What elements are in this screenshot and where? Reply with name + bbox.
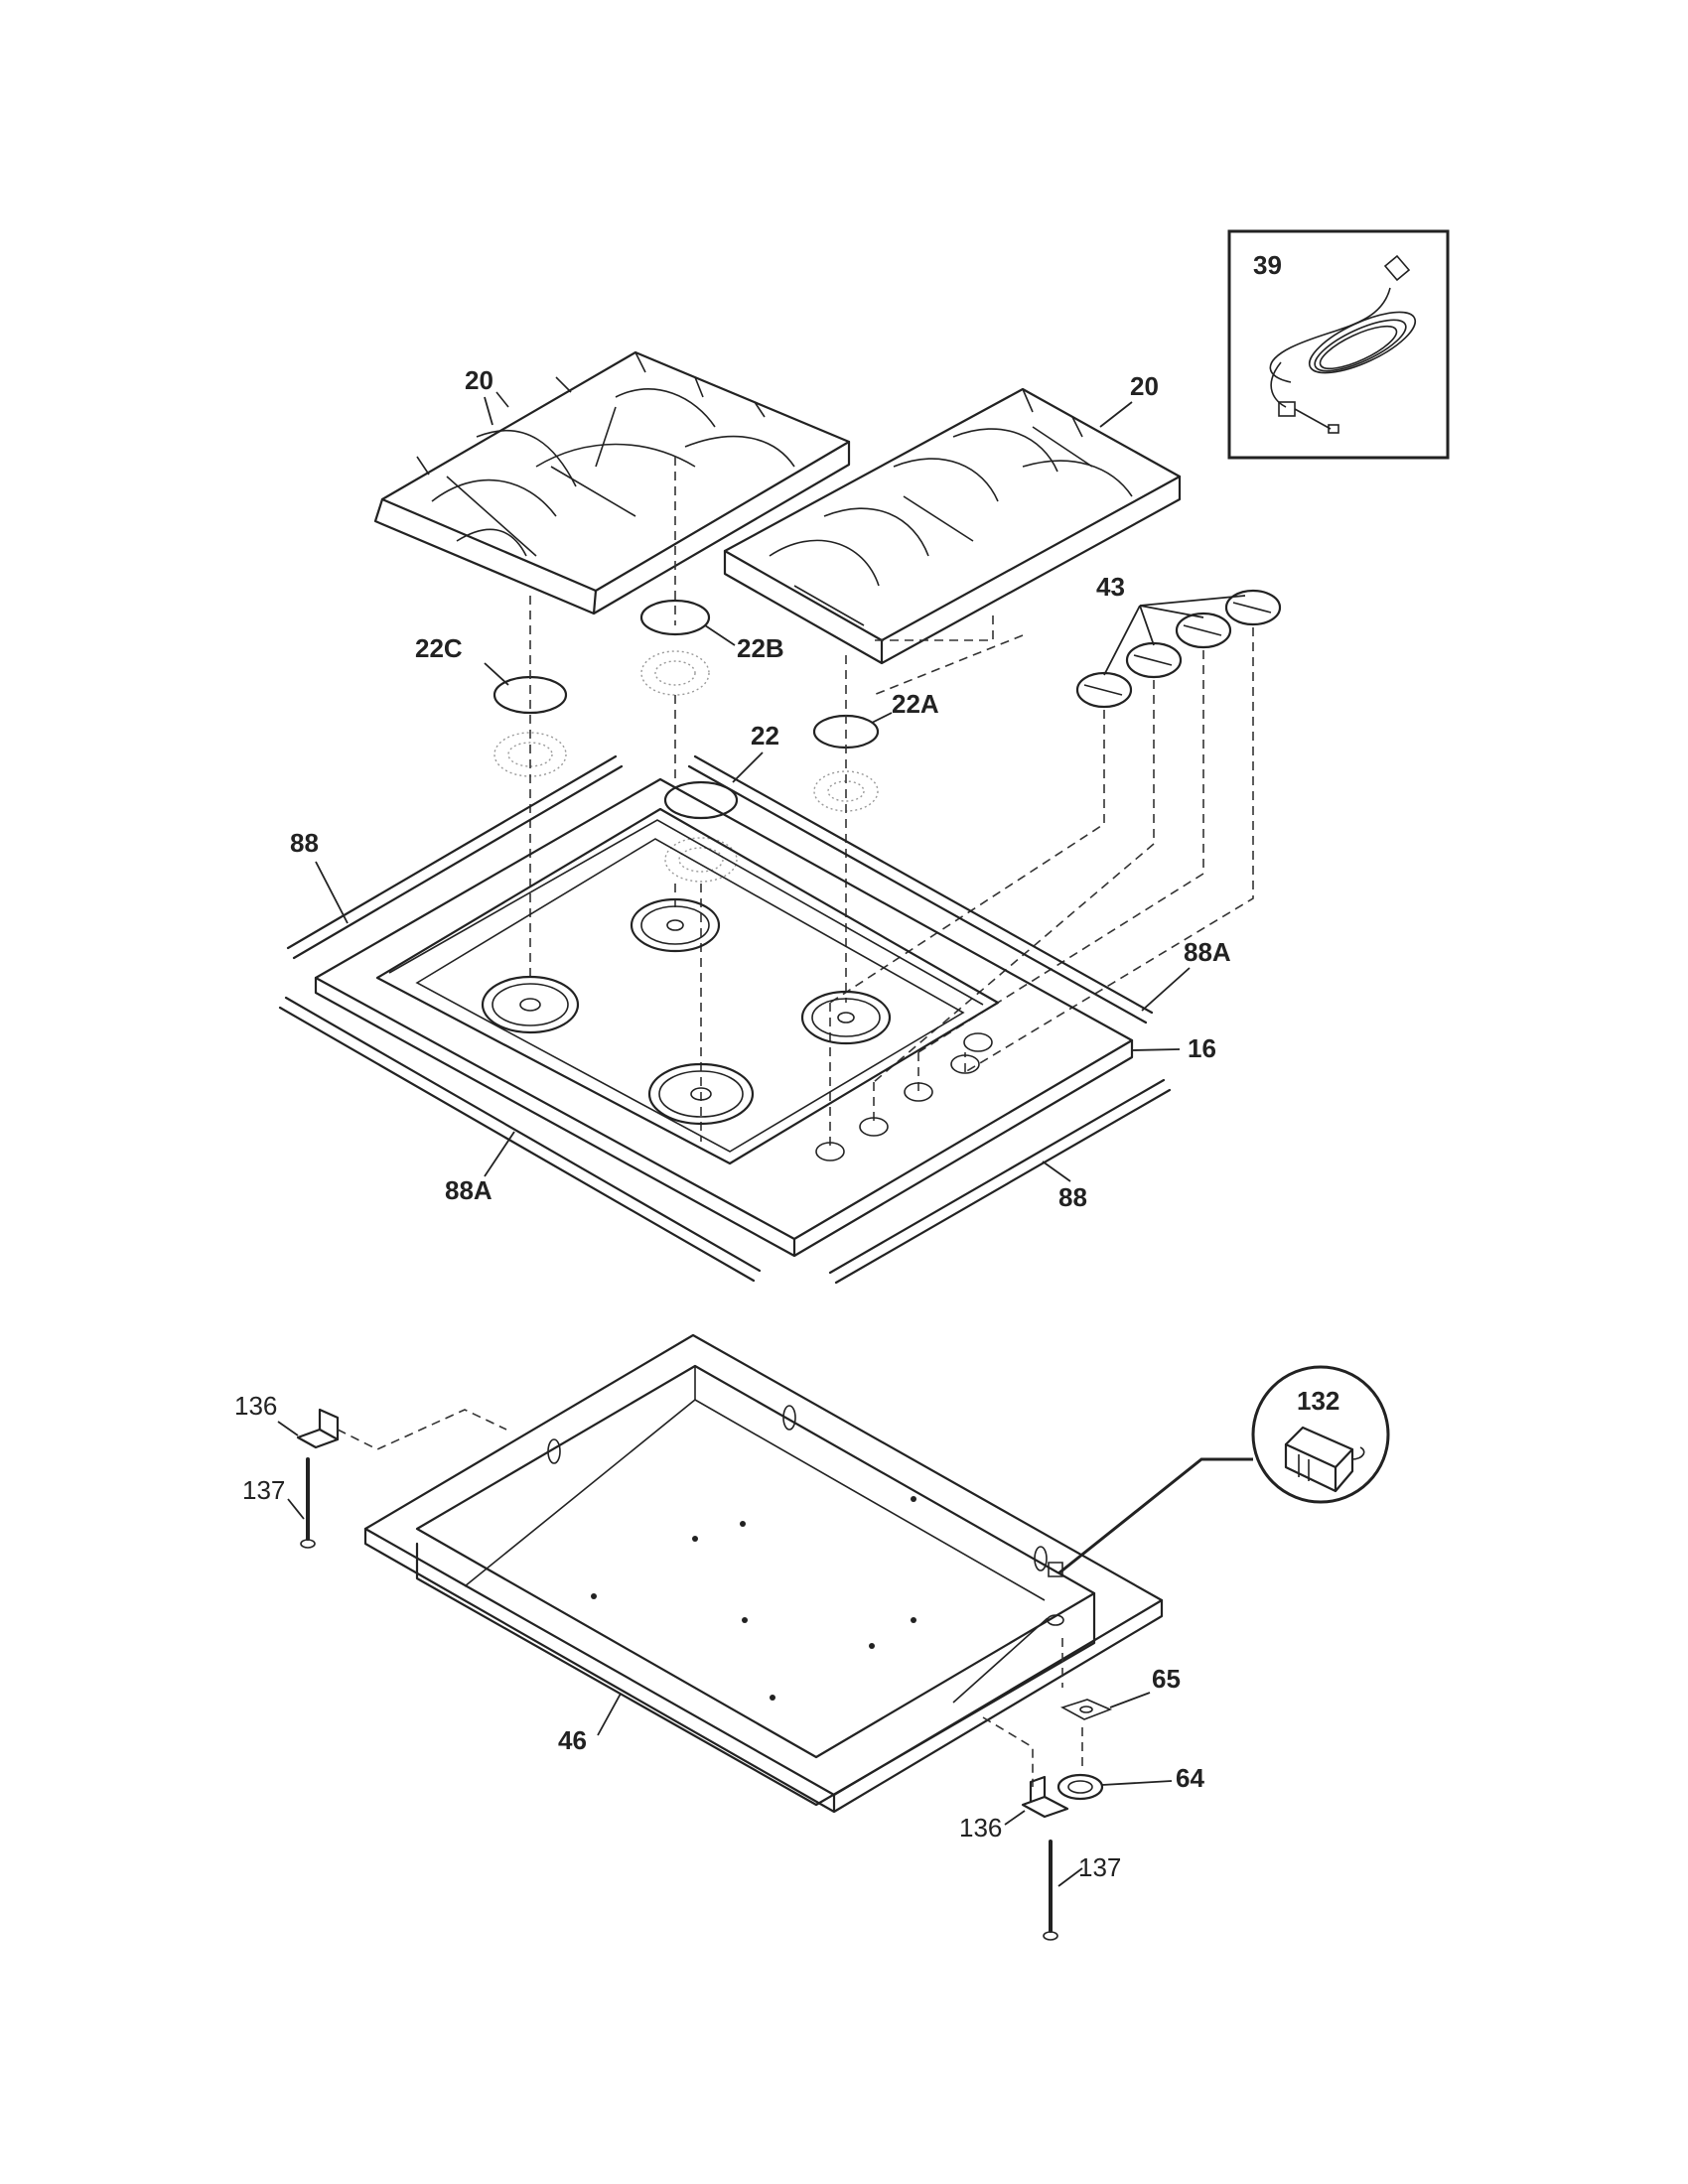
- cord-kit-inset: 39: [1227, 229, 1450, 460]
- trim-strip-88-left: [286, 754, 624, 960]
- trim-strip-88-front-right: [828, 1078, 1172, 1285]
- bracket-right-callout: 136: [959, 1813, 1002, 1843]
- valve-detail-callout: 132: [1297, 1386, 1339, 1416]
- cap-22a-callout: 22A: [892, 689, 939, 719]
- gasket-65: [1059, 1699, 1113, 1720]
- cord-kit-callout: 39: [1253, 250, 1282, 280]
- burner-port-back: [630, 897, 721, 953]
- cap-22c-callout: 22C: [415, 633, 463, 663]
- knob-hole-3: [904, 1082, 933, 1102]
- gasket-64: [1056, 1773, 1104, 1801]
- bracket-right: [1021, 1775, 1069, 1819]
- grate-right-callout: 20: [1130, 371, 1159, 401]
- screw-right-callout: 137: [1078, 1852, 1121, 1882]
- gasket-65-callout: 65: [1152, 1664, 1181, 1694]
- screw-left: [300, 1457, 316, 1549]
- bracket-left-callout: 136: [234, 1391, 277, 1421]
- knobs-callout: 43: [1096, 572, 1125, 602]
- knob-hole-1: [815, 1142, 845, 1161]
- trim-88-front-right-callout: 88: [1058, 1182, 1087, 1212]
- bracket-left: [296, 1408, 340, 1449]
- burner-cap-22b: [639, 599, 711, 696]
- grate-right: [723, 387, 1182, 665]
- control-knobs: [1075, 589, 1282, 709]
- knob-hole-4: [950, 1054, 980, 1074]
- cap-22-callout: 22: [751, 721, 779, 751]
- grate-left-callout: 20: [465, 365, 493, 395]
- grate-left: [373, 350, 851, 615]
- valve-detail-inset: 132: [1251, 1365, 1390, 1504]
- knob-hole-5: [963, 1032, 993, 1052]
- burner-port-front: [647, 1062, 755, 1126]
- burner-box: [363, 1333, 1164, 1814]
- knob-hole-2: [859, 1117, 889, 1137]
- trim-strip-88a-front: [278, 996, 762, 1283]
- assembly-lines-upper: [529, 457, 1254, 1152]
- cap-22b-callout: 22B: [737, 633, 784, 663]
- burner-box-callout: 46: [558, 1725, 587, 1755]
- burner-port-left: [481, 975, 580, 1034]
- trim-strip-88a-right: [687, 754, 1154, 1024]
- gasket-64-callout: 64: [1176, 1763, 1204, 1793]
- screw-left-callout: 137: [242, 1475, 285, 1505]
- cooktop-callout: 16: [1188, 1033, 1216, 1063]
- cooktop-top: [314, 777, 1134, 1258]
- trim-88a-front-callout: 88A: [445, 1175, 492, 1205]
- trim-88-left-callout: 88: [290, 828, 319, 858]
- trim-88a-right-callout: 88A: [1184, 937, 1231, 967]
- screw-right: [1043, 1840, 1058, 1941]
- burner-port-right: [800, 990, 892, 1045]
